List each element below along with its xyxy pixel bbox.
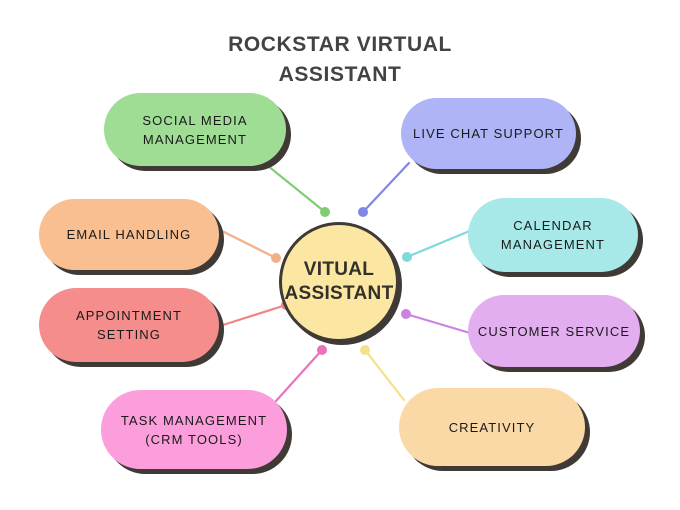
connector-line-email-handling — [220, 229, 278, 260]
connector-dot-customer-service — [401, 309, 411, 319]
node-customer-service[interactable]: CUSTOMER SERVICE — [468, 295, 640, 367]
node-label-email-handling: EMAIL HANDLING — [66, 227, 192, 242]
node-label-creativity: CREATIVITY — [448, 419, 536, 435]
node-label-customer-service: CUSTOMER SERVICE — [477, 323, 631, 339]
node-creativity[interactable]: CREATIVITY — [399, 388, 585, 466]
center-node[interactable]: VITUAL ASSISTANT — [279, 222, 399, 342]
center-node-label: VITUAL ASSISTANT — [284, 259, 394, 304]
node-label-live-chat-support: LIVE CHAT SUPPORT — [413, 126, 564, 141]
node-live-chat-support[interactable]: LIVE CHAT SUPPORT — [401, 98, 576, 169]
connector-line-live-chat-support — [361, 161, 411, 214]
node-label-social-media-management: SOCIAL MEDIA MANAGEMENT — [142, 112, 248, 147]
connector-dot-email-handling — [271, 253, 281, 263]
connector-dot-live-chat-support — [358, 207, 368, 217]
connector-dot-task-management — [317, 345, 327, 355]
node-label-task-management: TASK MANAGEMENT (CRM TOOLS) — [120, 412, 268, 447]
node-label-calendar-management: CALENDAR MANAGEMENT — [500, 218, 606, 252]
node-social-media-management[interactable]: SOCIAL MEDIA MANAGEMENT — [104, 93, 286, 166]
node-task-management[interactable]: TASK MANAGEMENT (CRM TOOLS) — [101, 390, 287, 469]
node-calendar-management[interactable]: CALENDAR MANAGEMENT — [468, 198, 638, 272]
node-email-handling[interactable]: EMAIL HANDLING — [39, 199, 219, 270]
connector-line-task-management — [274, 348, 324, 403]
connector-line-customer-service — [404, 312, 472, 335]
node-appointment-setting[interactable]: APPOINTMENT SETTING — [39, 288, 219, 362]
connector-line-creativity — [363, 348, 406, 402]
connector-dot-creativity — [360, 345, 370, 355]
connector-line-appointment-setting — [221, 303, 288, 327]
node-label-appointment-setting: APPOINTMENT SETTING — [76, 308, 182, 342]
page-title: ROCKSTAR VIRTUAL ASSISTANT — [228, 33, 452, 86]
connector-dot-social-media-management — [320, 207, 330, 217]
connector-line-calendar-management — [405, 228, 474, 259]
connector-dot-calendar-management — [402, 252, 412, 262]
